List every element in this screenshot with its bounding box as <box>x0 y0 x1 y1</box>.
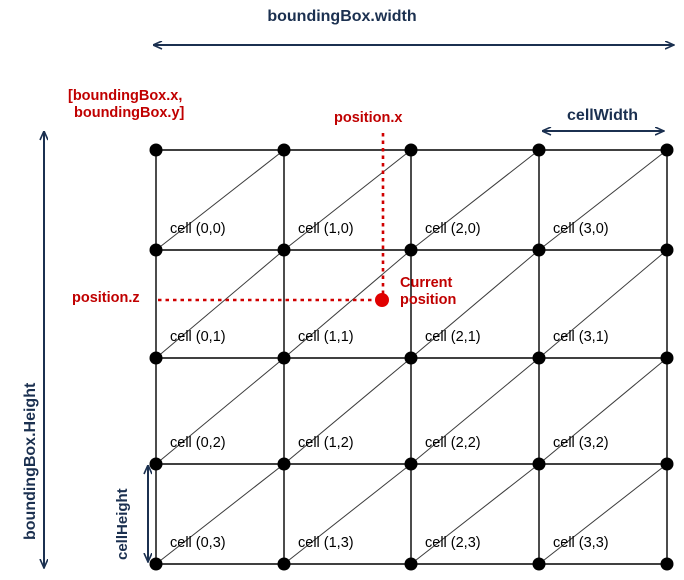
boundingbox-origin-line1: [boundingBox.x, <box>68 88 183 104</box>
cell-label: cell (2,3) <box>425 535 481 551</box>
boundingbox-height-label: boundingBox.Height <box>22 382 39 540</box>
cell-label: cell (1,0) <box>298 221 354 237</box>
current-position-label: Current position <box>400 275 456 308</box>
cell-label: cell (1,2) <box>298 435 354 451</box>
boundingbox-origin-line2: boundingBox.y] <box>74 104 185 121</box>
current-position-line1: Current <box>400 275 453 291</box>
position-x-label: position.x <box>334 110 403 126</box>
cellheight-label: cellHeight <box>114 488 131 560</box>
cell-label: cell (0,2) <box>170 435 226 451</box>
boundingbox-origin-label: [boundingBox.x, boundingBox.y] <box>68 88 184 121</box>
cell-label: cell (1,3) <box>298 535 354 551</box>
current-position-marker <box>375 293 389 307</box>
grid-diagonals <box>155 149 668 565</box>
cell-label: cell (3,2) <box>553 435 609 451</box>
cell-label: cell (3,1) <box>553 329 609 345</box>
position-z-label: position.z <box>72 290 140 306</box>
cell-label: cell (0,1) <box>170 329 226 345</box>
boundingbox-width-label: boundingBox.width <box>267 8 417 25</box>
current-position-line2: position <box>400 291 457 308</box>
cell-label: cell (1,1) <box>298 329 354 345</box>
cell-label: cell (2,2) <box>425 435 481 451</box>
cell-label: cell (2,0) <box>425 221 481 237</box>
cell-label: cell (0,0) <box>170 221 226 237</box>
grid-nodes <box>149 143 674 571</box>
cell-label: cell (3,3) <box>553 535 609 551</box>
cell-label: cell (3,0) <box>553 221 609 237</box>
cell-label: cell (0,3) <box>170 535 226 551</box>
cellwidth-label: cellWidth <box>567 107 638 124</box>
cell-label: cell (2,1) <box>425 329 481 345</box>
